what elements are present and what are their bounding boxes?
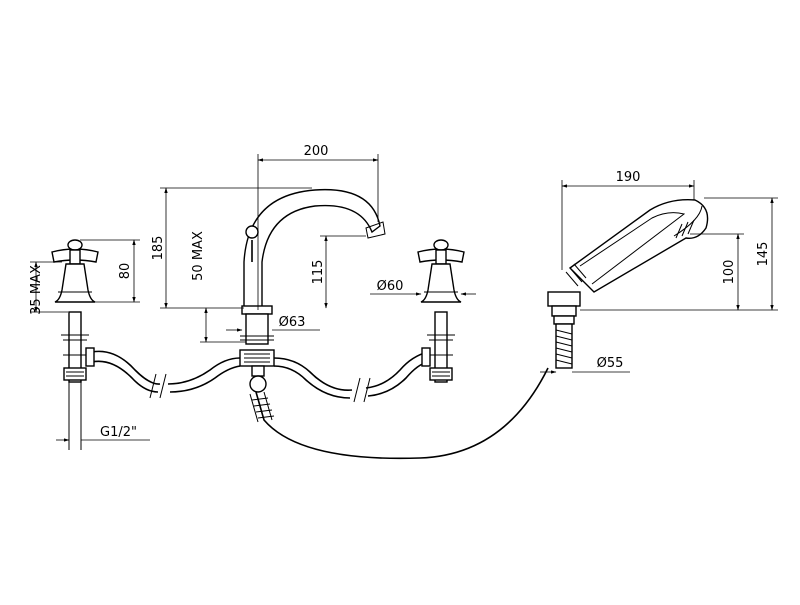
dim-spout-mount-max: 50 MAX xyxy=(191,231,206,281)
hand-shower xyxy=(547,199,709,369)
dim-valve-base-diameter: Ø60 xyxy=(377,279,404,294)
right-valve xyxy=(417,239,465,383)
dim-valve-height: 80 xyxy=(118,263,133,280)
spout-mixer xyxy=(239,188,386,393)
dim-spout-total-height: 185 xyxy=(151,236,166,261)
dim-spout-base-diameter: Ø63 xyxy=(279,315,306,330)
spout-arch xyxy=(243,188,381,309)
hand-shower-holder xyxy=(547,291,581,307)
hand-shower-handset xyxy=(568,199,709,293)
right-valve-dimensions: Ø60 xyxy=(370,279,476,296)
dim-shower-base-diameter: Ø55 xyxy=(597,356,624,371)
shower-hose xyxy=(249,367,549,460)
right-valve-shank xyxy=(434,311,448,383)
dim-spout-height: 115 xyxy=(311,260,326,285)
dim-valve-mount-max: 35 MAX xyxy=(29,265,44,315)
dim-shower-total-height: 145 xyxy=(756,242,771,267)
shower-dimensions: 190 100 145 Ø55 xyxy=(540,170,778,374)
left-valve xyxy=(51,239,99,450)
left-valve-body xyxy=(54,263,96,303)
dim-shower-height-upper: 100 xyxy=(722,260,737,285)
left-valve-dimensions: 35 MAX 80 G1/2" xyxy=(29,239,150,445)
spout-dimensions: 200 185 50 MAX 115 Ø63 xyxy=(151,144,379,343)
connecting-hoses xyxy=(85,347,431,403)
right-valve-body xyxy=(420,263,462,303)
dim-spout-width: 200 xyxy=(304,144,329,159)
spout-lever-knob xyxy=(245,225,259,239)
left-valve-shank xyxy=(68,311,82,383)
dim-thread-size: G1/2" xyxy=(100,425,137,440)
dim-shower-width: 190 xyxy=(616,170,641,185)
